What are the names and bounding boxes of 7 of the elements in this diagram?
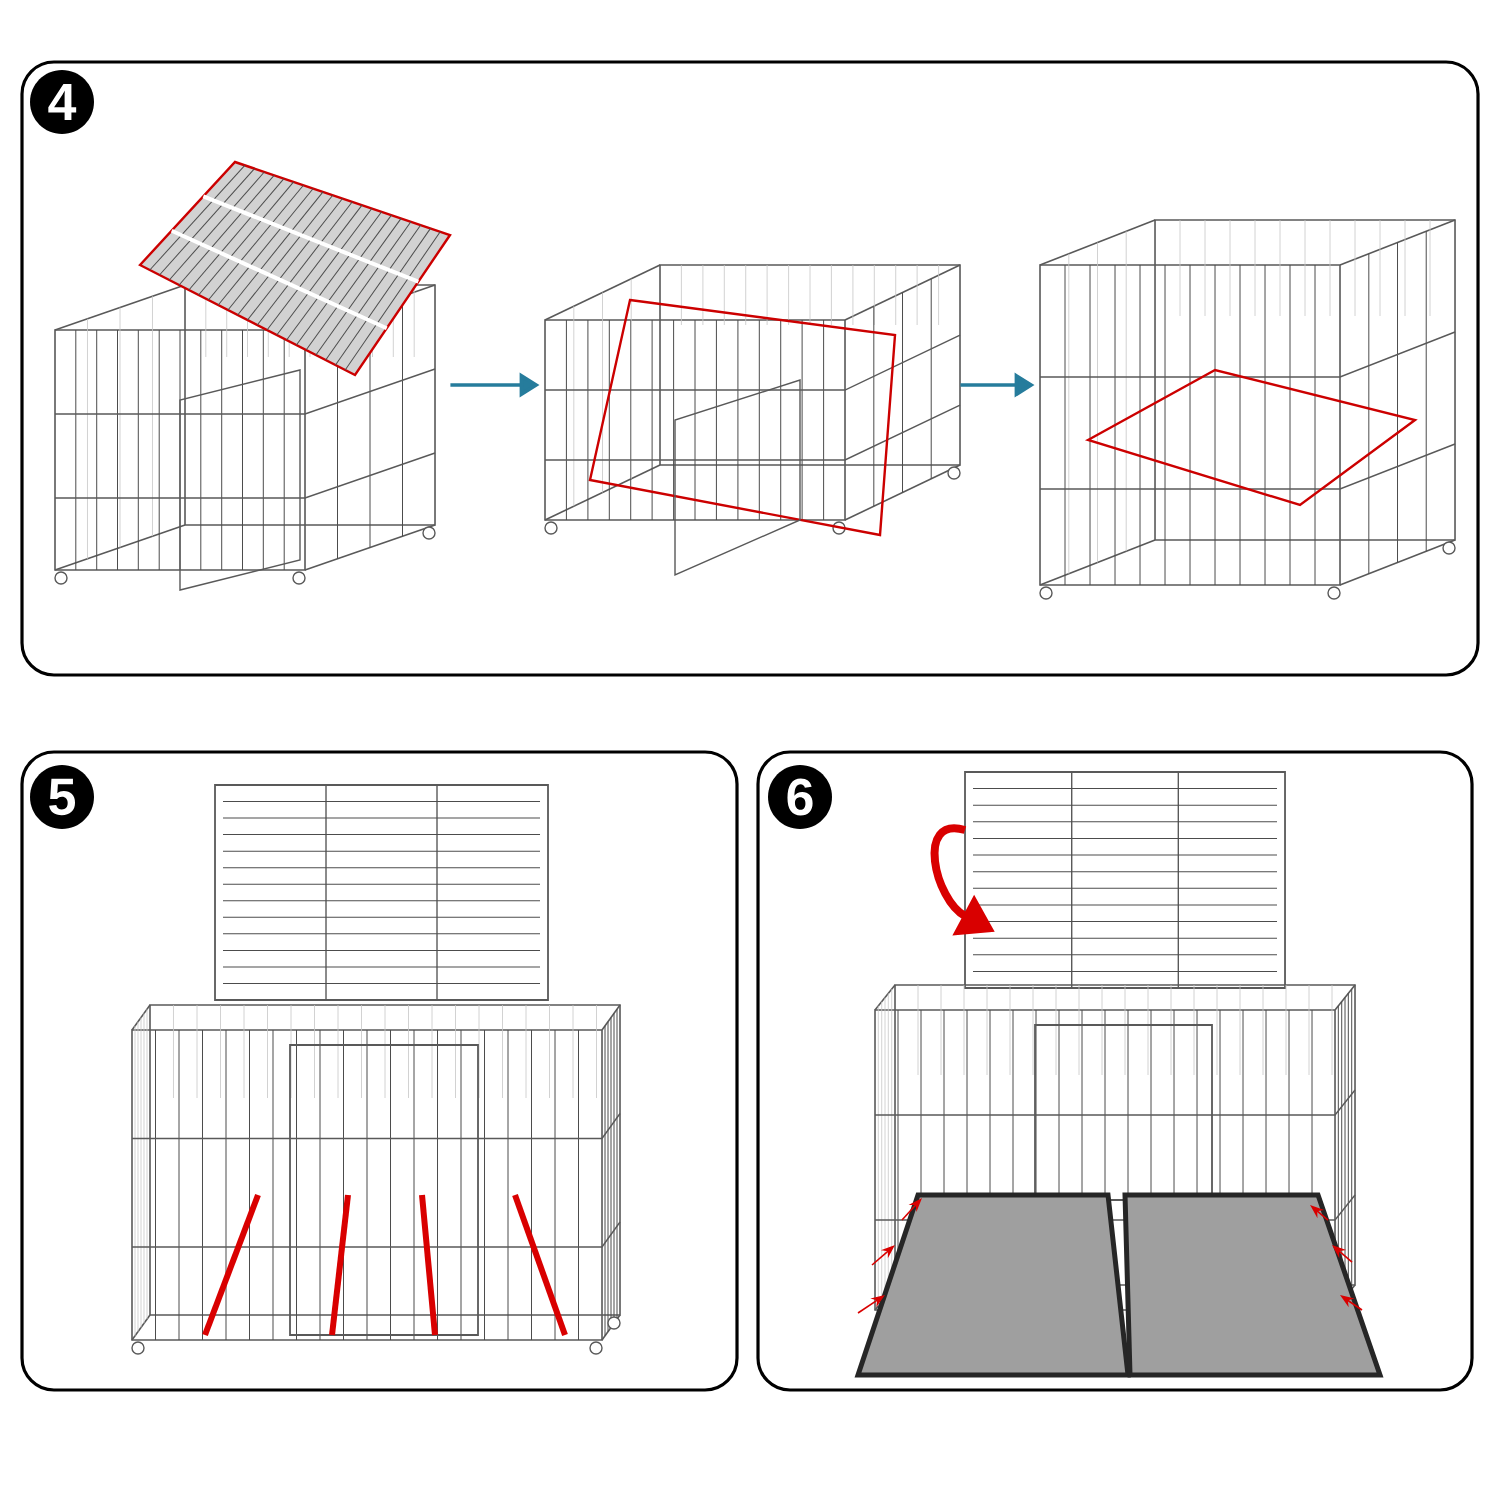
cage-drawing [131, 784, 621, 1355]
cage-drawing [544, 264, 961, 577]
cage-drawing [1039, 219, 1456, 600]
cage-drawing [54, 160, 452, 591]
step-number: 4 [30, 70, 94, 134]
step-number: 6 [768, 765, 832, 829]
step-number: 5 [30, 765, 94, 829]
